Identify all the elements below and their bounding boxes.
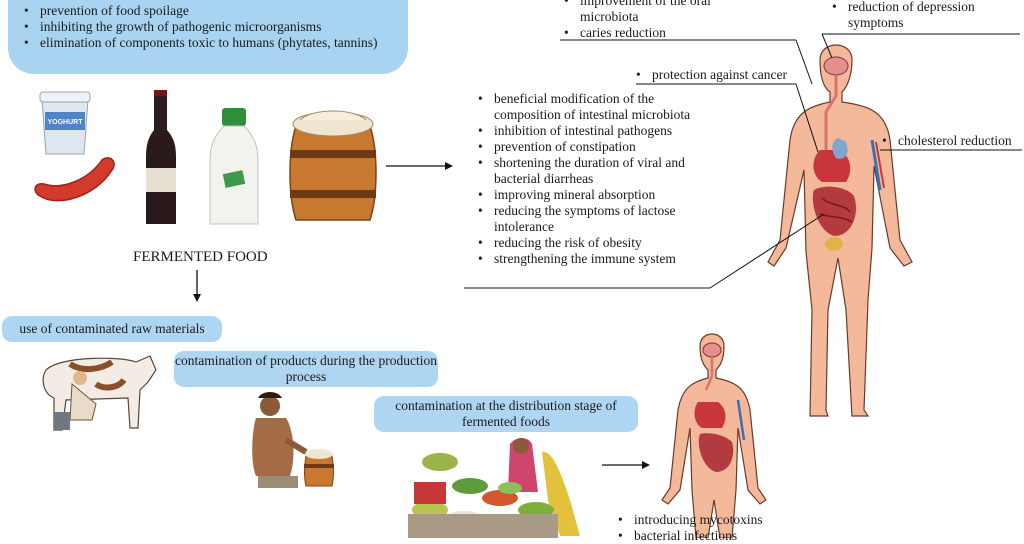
oral-benefit-item: improvement of the oral microbiota (562, 0, 730, 25)
food-benefit-item: prevention of food spoilage (22, 3, 392, 19)
intestinal-benefits-list: beneficial modification of the compositi… (476, 91, 716, 267)
intestinal-benefit-item: reducing the symptoms of lactose intoler… (476, 203, 716, 235)
food-benefit-item: inhibiting the growth of pathogenic micr… (22, 19, 392, 35)
market-illustration (408, 438, 580, 538)
risk-item: introducing mycotoxins (616, 512, 816, 528)
worker-illustration (252, 392, 334, 488)
oral-benefits-list: improvement of the oral microbiota carie… (562, 0, 762, 41)
wine-bottle-icon (146, 90, 176, 224)
intestinal-benefit-item: strengthening the immune system (476, 251, 716, 267)
kefir-bottle-icon (209, 108, 259, 225)
risk-item: bacterial infections (616, 528, 816, 544)
food-benefit-item: elimination of components toxic to human… (22, 35, 392, 51)
human-body-large (767, 44, 913, 417)
cancer-benefit-list: protection against cancer (634, 67, 814, 83)
yogurt-cup-icon: YOGHURT (39, 91, 91, 155)
intestinal-benefit-item: reducing the risk of obesity (476, 235, 716, 251)
raw-materials-box: use of contaminated raw materials (2, 316, 222, 342)
sausage-icon (34, 157, 115, 202)
oral-benefit-item: caries reduction (562, 25, 762, 41)
cholesterol-benefit-item: cholesterol reduction (880, 133, 1024, 149)
intestinal-benefit-item: inhibition of intestinal pathogens (476, 123, 716, 139)
cancer-benefit-item: protection against cancer (634, 67, 814, 83)
cow-milking-illustration (42, 355, 157, 431)
depression-benefit-list: reduction of depression symptoms (830, 0, 1000, 31)
intestinal-benefit-item: improving mineral absorption (476, 187, 716, 203)
cholesterol-benefit-list: cholesterol reduction (880, 133, 1024, 149)
fermentation-barrel-icon (289, 110, 377, 221)
yogurt-cup-label: YOGHURT (48, 119, 84, 126)
fermented-food-label: FERMENTED FOOD (133, 249, 268, 265)
human-body-small (661, 333, 767, 538)
risks-list: introducing mycotoxins bacterial infecti… (616, 512, 816, 544)
intestinal-benefit-item: beneficial modification of the compositi… (476, 91, 716, 123)
depression-benefit-item: reduction of depression symptoms (830, 0, 1000, 31)
production-process-box: contamination of products during the pro… (174, 351, 438, 387)
intestinal-benefit-item: prevention of constipation (476, 139, 716, 155)
food-benefits-list: prevention of food spoilage inhibiting t… (22, 3, 392, 51)
intestinal-benefit-item: shortening the duration of viral and bac… (476, 155, 716, 187)
distribution-stage-box: contamination at the distribution stage … (374, 396, 638, 432)
